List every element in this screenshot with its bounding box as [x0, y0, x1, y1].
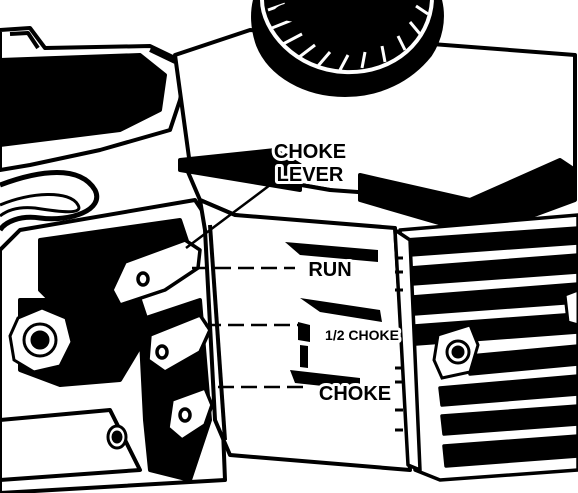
bolt-icon	[432, 288, 578, 380]
choke-position-label: CHOKE	[319, 383, 391, 405]
position-ticks	[395, 256, 403, 432]
choke-lever-label-line2: LEVER	[277, 164, 344, 186]
gear-knob-icon	[251, 0, 444, 98]
choke-lever-label-line1: CHOKE	[274, 141, 346, 163]
carb-face-marks	[285, 242, 382, 390]
small-bolt-icon	[106, 424, 128, 450]
lever-pointer-line	[185, 184, 271, 249]
bolt-icon	[8, 306, 74, 374]
run-position-label: RUN	[308, 259, 351, 281]
cooling-fins	[393, 213, 578, 482]
leader-lines	[185, 184, 305, 389]
choke-lever-icon	[110, 238, 214, 442]
half-choke-position-label: 1/2 CHOKE	[325, 327, 399, 343]
housing-frame	[0, 26, 187, 172]
tube	[0, 170, 100, 232]
